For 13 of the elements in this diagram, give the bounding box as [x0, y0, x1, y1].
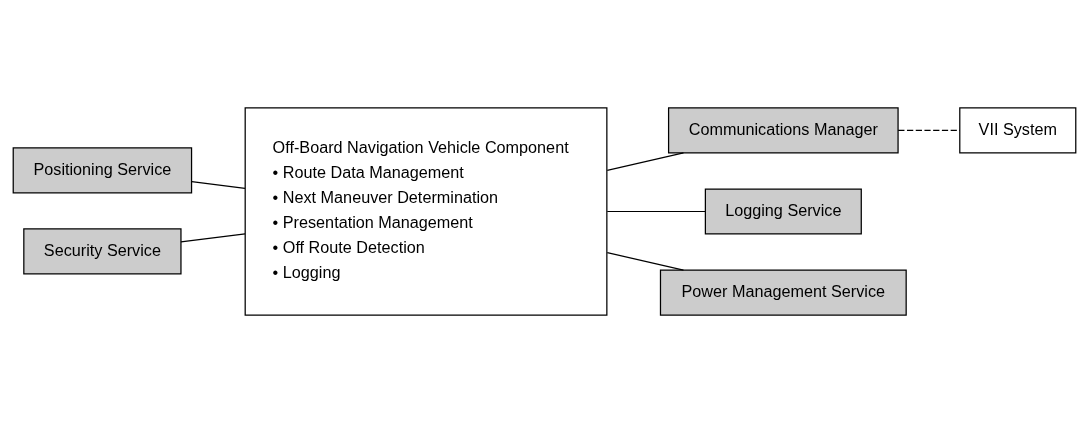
node-box: VII System [959, 106, 1077, 153]
node-box: Security Service [23, 227, 182, 274]
node-box: Off-Board Navigation Vehicle Component • Route Data Management • Next Maneuver Determination • Presentation Management • Off Route Detection • Logging [244, 106, 608, 316]
node-box: Communications Manager [667, 106, 899, 153]
connector [897, 129, 961, 131]
connector [606, 251, 685, 271]
connector [606, 210, 706, 212]
node-box: Positioning Service [12, 146, 193, 193]
connector [180, 232, 246, 242]
node-box: Logging Service [704, 187, 862, 235]
connector [606, 151, 685, 171]
node-box: Power Management Service [659, 269, 907, 316]
connector [191, 180, 246, 189]
